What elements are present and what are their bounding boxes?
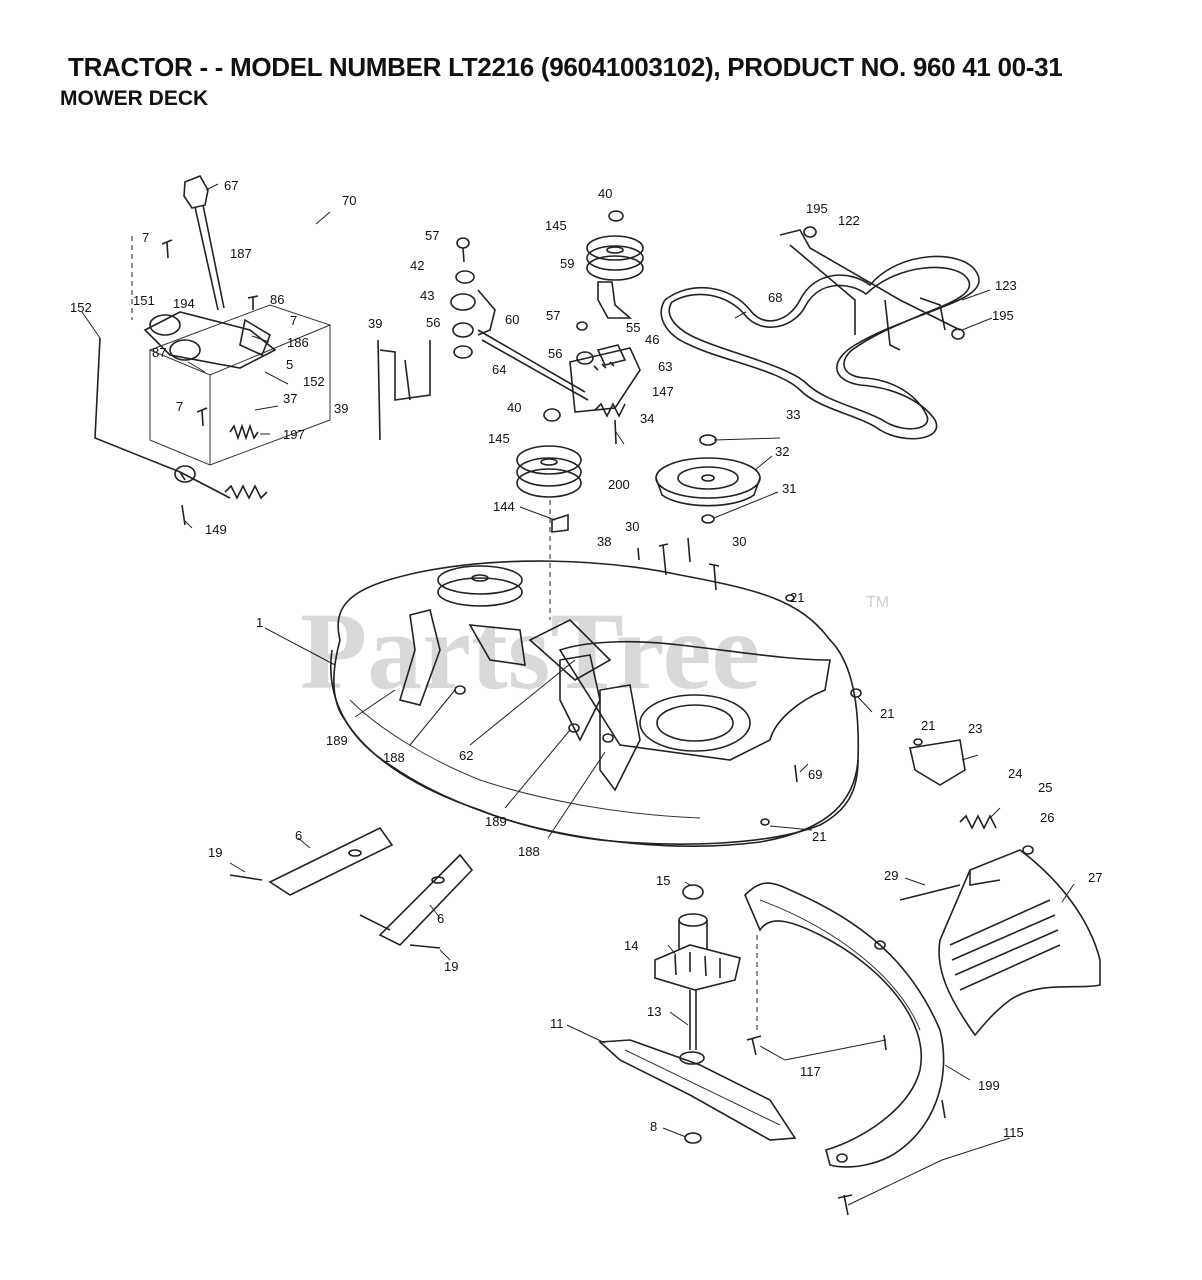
callout-label: 21 (790, 590, 804, 605)
callout-label: 29 (884, 868, 898, 883)
callout-label: 115 (1003, 1125, 1024, 1140)
callout-label: 40 (507, 400, 521, 415)
drive-belt-assembly (660, 226, 980, 440)
callout-label: 56 (548, 346, 562, 361)
watermark-trademark: TM (866, 594, 889, 611)
callout-label: 86 (270, 292, 284, 307)
callout-label: 26 (1040, 810, 1054, 825)
link-rods (377, 339, 431, 441)
callout-label: 34 (640, 411, 654, 426)
callout-label: 145 (488, 431, 510, 446)
spindle-and-blade (598, 884, 797, 1144)
callout-label: 43 (420, 288, 434, 303)
idler-arm-assembly (450, 210, 644, 620)
callout-labels: 67 70 187 7 86 152 151 194 7 186 87 5 15… (70, 178, 1102, 1140)
callout-label: 123 (995, 278, 1017, 293)
callout-label: 30 (625, 519, 639, 534)
watermark-text: PartsTree (300, 590, 760, 712)
callout-label: 69 (808, 767, 822, 782)
callout-label: 21 (812, 829, 826, 844)
mower-deck-housing (330, 560, 862, 847)
callout-label: 19 (444, 959, 458, 974)
callout-label: 62 (459, 748, 473, 763)
callout-label: 149 (205, 522, 227, 537)
callout-label: 197 (283, 427, 305, 442)
callout-label: 21 (921, 718, 935, 733)
callout-label: 30 (732, 534, 746, 549)
callout-label: 189 (326, 733, 348, 748)
callout-label: 64 (492, 362, 506, 377)
callout-label: 1 (256, 615, 263, 630)
callout-label: 152 (70, 300, 92, 315)
callout-label: 38 (597, 534, 611, 549)
callout-label: 68 (768, 290, 782, 305)
callout-label: 122 (838, 213, 860, 228)
callout-label: 6 (295, 828, 302, 843)
callout-label: 188 (518, 844, 540, 859)
callout-label: 152 (303, 374, 325, 389)
callout-label: 7 (290, 313, 297, 328)
callout-label: 7 (176, 399, 183, 414)
section-subtitle: MOWER DECK (60, 87, 209, 110)
callout-label: 8 (650, 1119, 657, 1134)
callout-label: 70 (342, 193, 356, 208)
callout-label: 67 (224, 178, 238, 193)
callout-label: 32 (775, 444, 789, 459)
callout-label: 42 (410, 258, 424, 273)
callout-label: 19 (208, 845, 222, 860)
callout-label: 117 (800, 1064, 821, 1079)
callout-label: 23 (968, 721, 982, 736)
callout-label: 147 (652, 384, 674, 399)
callout-label: 87 (152, 345, 166, 360)
callout-label: 46 (645, 332, 659, 347)
callout-label: 13 (647, 1004, 661, 1019)
callout-label: 39 (368, 316, 382, 331)
callout-label: 6 (437, 911, 444, 926)
callout-label: 56 (426, 315, 440, 330)
page-title: TRACTOR - - MODEL NUMBER LT2216 (9604100… (68, 52, 1063, 82)
callout-label: 144 (493, 499, 515, 514)
callout-label: 21 (880, 706, 894, 721)
lift-handle-assembly (94, 174, 332, 526)
callout-label: 57 (546, 308, 560, 323)
callout-label: 25 (1038, 780, 1052, 795)
callout-label: 194 (173, 296, 195, 311)
callout-label: 195 (806, 201, 828, 216)
callout-label: 188 (383, 750, 405, 765)
callout-label: 151 (133, 293, 155, 308)
callout-label: 145 (545, 218, 567, 233)
callout-label: 59 (560, 256, 574, 271)
callout-label: 5 (286, 357, 293, 372)
leader-lines (81, 183, 1075, 1206)
callout-label: 199 (978, 1078, 1000, 1093)
callout-label: 57 (425, 228, 439, 243)
callout-label: 55 (626, 320, 640, 335)
callout-label: 186 (287, 335, 309, 350)
callout-label: 63 (658, 359, 672, 374)
callout-label: 27 (1088, 870, 1102, 885)
callout-label: 40 (598, 186, 612, 201)
stabilizer-links (229, 826, 474, 949)
callout-label: 31 (782, 481, 796, 496)
callout-label: 39 (334, 401, 348, 416)
callout-label: 189 (485, 814, 507, 829)
spindle-pulley (637, 434, 761, 591)
discharge-chute (744, 849, 1101, 1216)
callout-label: 15 (656, 873, 670, 888)
callout-label: 187 (230, 246, 252, 261)
callout-label: 33 (786, 407, 800, 422)
callout-label: 24 (1008, 766, 1022, 781)
callout-label: 11 (550, 1016, 564, 1031)
callout-label: 7 (142, 230, 149, 245)
callout-label: 200 (608, 477, 630, 492)
callout-label: 14 (624, 938, 638, 953)
callout-label: 195 (992, 308, 1014, 323)
callout-label: 60 (505, 312, 519, 327)
callout-label: 37 (283, 391, 297, 406)
chute-bracket (909, 738, 1034, 855)
